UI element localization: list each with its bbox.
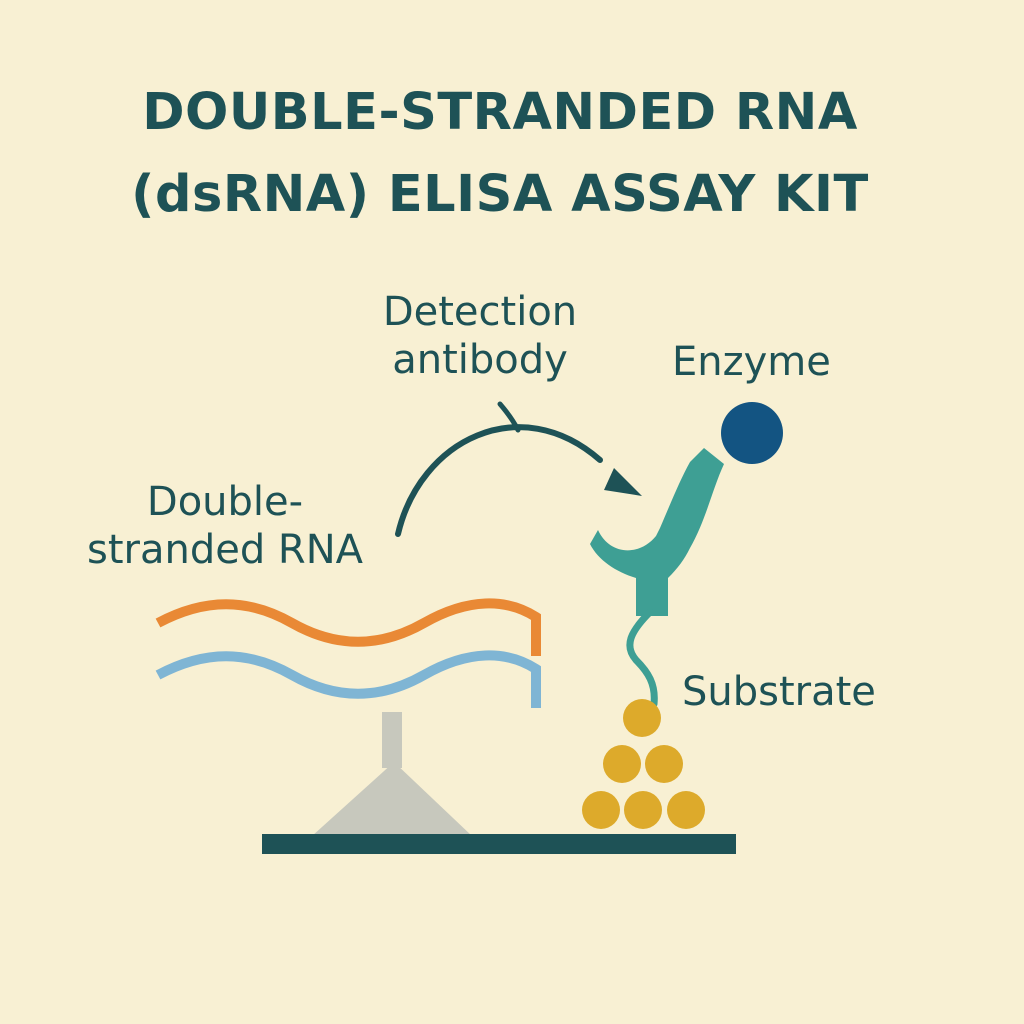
enzyme-circle xyxy=(721,402,783,464)
enzyme-label: Enzyme xyxy=(672,339,831,385)
detection-pointer xyxy=(497,401,521,433)
binding-arrow xyxy=(395,424,603,537)
rna-strand-bottom xyxy=(155,650,541,708)
substrate-particles xyxy=(582,699,705,829)
dsrna-label: Double- stranded RNA xyxy=(40,478,410,574)
capture-support-stem xyxy=(382,712,402,768)
substrate-label: Substrate xyxy=(682,669,876,715)
dsrna-label-line2: stranded RNA xyxy=(86,527,363,573)
assay-plate xyxy=(262,834,736,854)
title-line-2: (dsRNA) ELISA ASSAY KIT xyxy=(131,165,869,224)
title-line-1: DOUBLE-STRANDED RNA xyxy=(142,83,858,142)
detection-antibody-label: Detection antibody xyxy=(330,288,630,384)
capture-support-base xyxy=(312,762,472,836)
binding-arrow-head xyxy=(604,468,642,496)
detection-antibody-label-line1: Detection xyxy=(382,289,578,335)
rna-strand-top xyxy=(155,598,541,656)
detection-antibody xyxy=(590,448,724,708)
dsrna-label-line1: Double- xyxy=(146,479,304,525)
page-title: DOUBLE-STRANDED RNA (dsRNA) ELISA ASSAY … xyxy=(0,72,1000,236)
detection-antibody-label-line2: antibody xyxy=(392,337,568,383)
